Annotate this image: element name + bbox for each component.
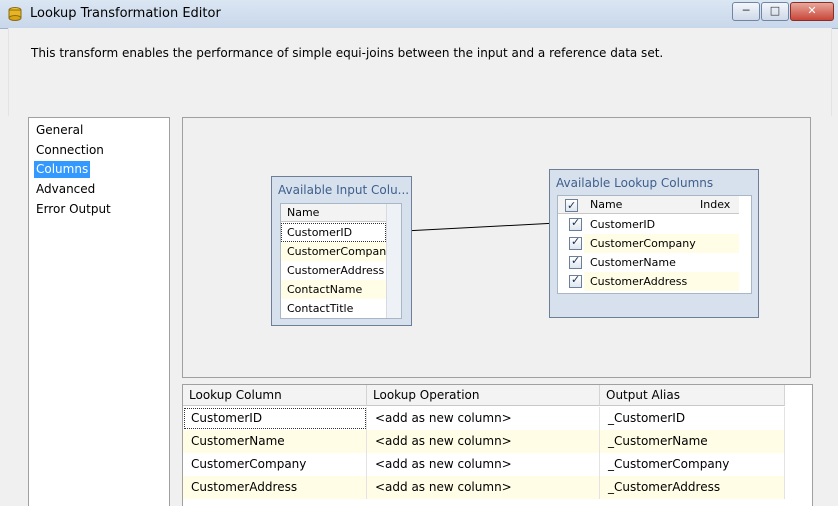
minimize-icon: ─	[742, 4, 750, 17]
grid-cell-lookup-operation[interactable]: <add as new column>	[367, 407, 600, 430]
grid-cell-lookup-operation[interactable]: <add as new column>	[367, 430, 600, 453]
lookup-row-checkbox[interactable]: ✓	[569, 235, 582, 250]
grid-header-lookup-column[interactable]: Lookup Column	[183, 385, 367, 406]
grid-cell-lookup-column[interactable]: CustomerName	[183, 430, 367, 453]
available-input-columns-box[interactable]: Available Input Colu... Name CustomerID …	[271, 176, 412, 326]
grid-cell-lookup-operation[interactable]: <add as new column>	[367, 453, 600, 476]
grid-cell-output-alias[interactable]: _CustomerName	[600, 430, 785, 453]
lookup-column-row[interactable]: CustomerName	[590, 256, 676, 269]
lookup-column-row[interactable]: CustomerCompany	[584, 234, 739, 253]
nav-item-general[interactable]: General	[36, 123, 84, 137]
input-columns-scrollbar[interactable]	[386, 204, 401, 318]
grid-cell-lookup-operation[interactable]: <add as new column>	[367, 476, 600, 499]
select-all-header[interactable]: ✓	[558, 196, 584, 214]
window-title: Lookup Transformation Editor	[30, 6, 221, 21]
maximize-button[interactable]: □	[761, 2, 789, 21]
grid-cell-lookup-column[interactable]: CustomerID	[183, 407, 367, 430]
input-column-row[interactable]: CustomerID	[281, 223, 386, 242]
input-column-row[interactable]: CustomerAddress	[287, 264, 385, 277]
check-icon: ✓	[571, 254, 581, 267]
grid-cell-output-alias[interactable]: _CustomerID	[600, 407, 785, 430]
window-controls: ─ □ ✕	[731, 2, 834, 21]
grid-header-lookup-operation[interactable]: Lookup Operation	[367, 385, 600, 406]
lookup-mapping-grid[interactable]: Lookup Column Lookup Operation Output Al…	[182, 384, 813, 506]
grid-cell-lookup-column[interactable]: CustomerAddress	[183, 476, 367, 499]
nav-item-columns[interactable]: Columns	[34, 161, 91, 178]
check-icon: ✓	[571, 273, 581, 286]
input-column-row[interactable]: ContactTitle	[287, 302, 354, 315]
select-all-checkbox[interactable]: ✓	[565, 199, 578, 212]
description-text: This transform enables the performance o…	[31, 46, 664, 60]
nav-item-advanced[interactable]: Advanced	[36, 182, 96, 196]
lookup-columns-list[interactable]: ✓ Name Index ✓ CustomerID ✓ CustomerComp…	[557, 195, 752, 294]
app-icon	[8, 7, 22, 21]
lookup-row-checkbox[interactable]: ✓	[569, 254, 582, 269]
close-button[interactable]: ✕	[790, 2, 834, 21]
input-column-row[interactable]: ContactName	[281, 280, 386, 299]
close-icon: ✕	[807, 4, 817, 17]
lookup-row-checkbox[interactable]: ✓	[569, 273, 582, 288]
input-column-row[interactable]: CustomerCompany	[281, 242, 393, 261]
page-nav-list[interactable]: General Connection Columns Advanced Erro…	[28, 117, 170, 506]
nav-item-error-output[interactable]: Error Output	[36, 202, 111, 216]
available-lookup-columns-box[interactable]: Available Lookup Columns ✓ Name Index ✓ …	[549, 169, 759, 318]
lookup-index-header[interactable]: Index	[694, 196, 739, 214]
lookup-name-header[interactable]: Name	[584, 196, 694, 214]
maximize-icon: □	[769, 4, 781, 17]
mapping-canvas[interactable]: Available Input Colu... Name CustomerID …	[182, 117, 811, 378]
check-icon: ✓	[571, 235, 581, 248]
input-columns-list[interactable]: Name CustomerID CustomerCompany Customer…	[280, 203, 402, 319]
lookup-row-checkbox[interactable]: ✓	[569, 216, 582, 231]
grid-header-output-alias[interactable]: Output Alias	[600, 385, 785, 406]
grid-cell-output-alias[interactable]: _CustomerAddress	[600, 476, 785, 499]
check-icon: ✓	[571, 216, 581, 229]
check-icon: ✓	[567, 199, 577, 212]
input-columns-caption: Available Input Colu...	[278, 183, 410, 197]
minimize-button[interactable]: ─	[732, 2, 760, 21]
grid-cell-lookup-column[interactable]: CustomerCompany	[183, 453, 367, 476]
grid-cell-output-alias[interactable]: _CustomerCompany	[600, 453, 785, 476]
lookup-column-row[interactable]: CustomerAddress	[584, 272, 739, 291]
input-name-header[interactable]: Name	[281, 204, 386, 222]
description-area: This transform enables the performance o…	[8, 28, 832, 116]
lookup-column-row[interactable]: CustomerID	[590, 218, 656, 231]
nav-item-connection[interactable]: Connection	[36, 143, 104, 157]
lookup-columns-caption: Available Lookup Columns	[556, 176, 714, 190]
title-bar: Lookup Transformation Editor ─ □ ✕	[0, 0, 838, 29]
